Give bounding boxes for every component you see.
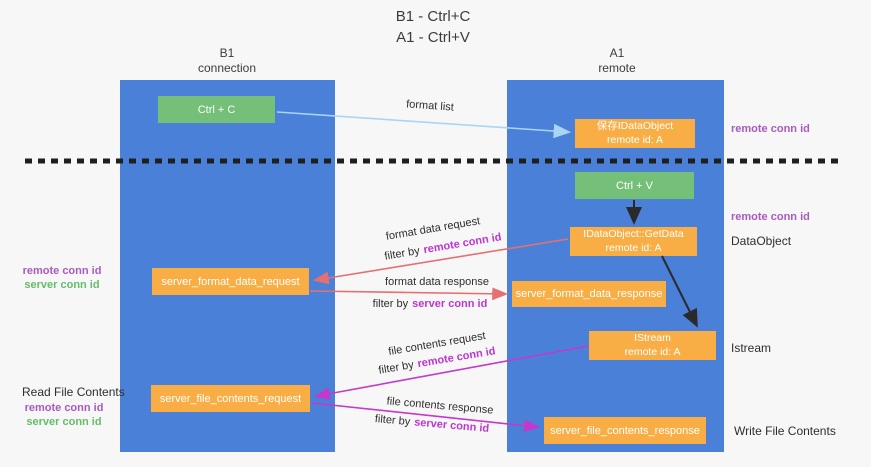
right-column-name: A1 [609,46,625,60]
getdata-line1: IDataObject::GetData [583,228,684,240]
left-remote-conn-id-label-2: remote conn id [24,402,104,414]
server-file-contents-response-label: server_file_contents_response [550,424,700,437]
left-server-conn-id-label-2: server conn id [26,416,102,428]
write-file-contents-label: Write File Contents [734,424,836,438]
left-conn-id-group-1: remote conn id server conn id [14,264,110,292]
server-format-data-request-label: server_format_data_request [161,275,300,288]
left-conn-id-group-2: remote conn id server conn id [14,401,114,429]
format-list-label: format list [405,98,455,114]
read-file-contents-label: Read File Contents [22,385,125,399]
right-remote-conn-id-label-2: remote conn id [731,211,810,223]
server-file-contents-request-box: server_file_contents_request [151,385,310,412]
server-format-data-response-box: server_format_data_response [512,281,666,307]
right-column-header: A1 remote [547,46,687,76]
istream-line1: IStream [634,332,671,344]
file-contents-response-label: file contents response [386,395,494,417]
istream-box: IStream remote id: A [589,331,716,360]
getdata-line2: remote id: A [605,241,662,254]
istream-side-label: Istream [731,341,772,355]
getdata-box: IDataObject::GetData remote id: A [570,227,697,256]
server-file-contents-request-label: server_file_contents_request [159,392,302,405]
save-dataobject-box: 保存IDataObject remote id: A [575,119,695,148]
left-server-conn-id-label-1: server conn id [24,279,100,291]
format-data-response-label: format data response [385,276,489,288]
ctrl-v-label: Ctrl + V [616,179,653,192]
ctrl-c-box: Ctrl + C [158,96,275,123]
title-line1: B1 - Ctrl+C [395,8,471,25]
ctrl-v-box: Ctrl + V [575,172,694,199]
left-column-header: B1 connection [157,46,297,76]
format-data-response-arrow [309,287,509,301]
left-column-name: B1 [219,46,235,60]
server-file-contents-response-box: server_file_contents_response [544,417,706,444]
save-dataobject-line2: remote id: A [606,133,664,146]
right-column-role: remote [598,61,636,75]
right-remote-conn-id-label-1: remote conn id [731,123,810,135]
ctrl-c-label: Ctrl + C [197,103,236,116]
server-format-data-response-label: server_format_data_response [515,288,663,300]
diagram-title: B1 - Ctrl+C A1 - Ctrl+V [308,6,558,48]
server-format-data-request-box: server_format_data_request [152,268,309,295]
left-remote-conn-id-label-1: remote conn id [22,265,102,277]
dataobject-label: DataObject [731,234,792,248]
save-dataobject-line1: 保存IDataObject [596,120,674,132]
istream-line2: remote id: A [624,345,681,358]
left-column-role: connection [197,61,257,75]
title-line2: A1 - Ctrl+V [396,29,470,46]
